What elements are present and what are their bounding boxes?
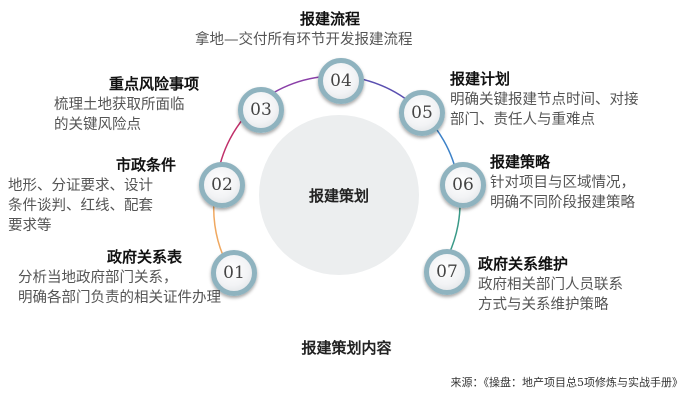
node-number: 03	[250, 100, 272, 120]
item-desc-03: 梳理土地获取所面临 的关键风险点	[54, 97, 185, 133]
node-03: 03	[238, 87, 284, 133]
item-title-02: 市政条件	[116, 156, 177, 174]
node-05: 05	[399, 90, 445, 136]
node-06: 06	[440, 162, 486, 208]
diagram-caption: 报建策划内容	[301, 339, 392, 357]
item-title-07: 政府关系维护	[478, 255, 569, 273]
item-title-05: 报建计划	[450, 70, 511, 88]
item-desc-04: 拿地—交付所有环节开发报建流程	[195, 32, 413, 48]
item-title-06: 报建策略	[490, 153, 551, 171]
node-number: 06	[452, 175, 474, 195]
item-desc-02: 地形、分证要求、设计 条件谈判、红线、配套 要求等	[8, 178, 153, 234]
item-title-04: 报建流程	[300, 10, 361, 28]
node-02: 02	[199, 162, 245, 208]
node-number: 04	[330, 71, 352, 91]
item-desc-07: 政府相关部门人员联系 方式与关系维护策略	[478, 277, 623, 313]
item-desc-01: 分析当地政府部门关系， 明确各部门负责的相关证件办理	[18, 270, 221, 306]
center-circle: 报建策划	[259, 115, 419, 275]
item-title-01: 政府关系表	[107, 248, 183, 266]
center-label: 报建策划	[308, 186, 369, 205]
source-note: 来源：《操盘：地产项目总5项修炼与实战手册》	[450, 376, 684, 389]
node-number: 01	[223, 263, 245, 283]
node-number: 07	[436, 262, 458, 282]
node-04: 04	[318, 58, 364, 104]
item-title-03: 重点风险事项	[109, 75, 200, 93]
node-number: 05	[411, 103, 433, 123]
item-desc-05: 明确关键报建节点时间、对接 部门、责任人与重难点	[450, 92, 639, 128]
node-number: 02	[211, 175, 233, 195]
item-desc-06: 针对项目与区域情况， 明确不同阶段报建策略	[490, 175, 635, 211]
node-01: 01	[211, 250, 257, 296]
node-07: 07	[424, 249, 470, 295]
